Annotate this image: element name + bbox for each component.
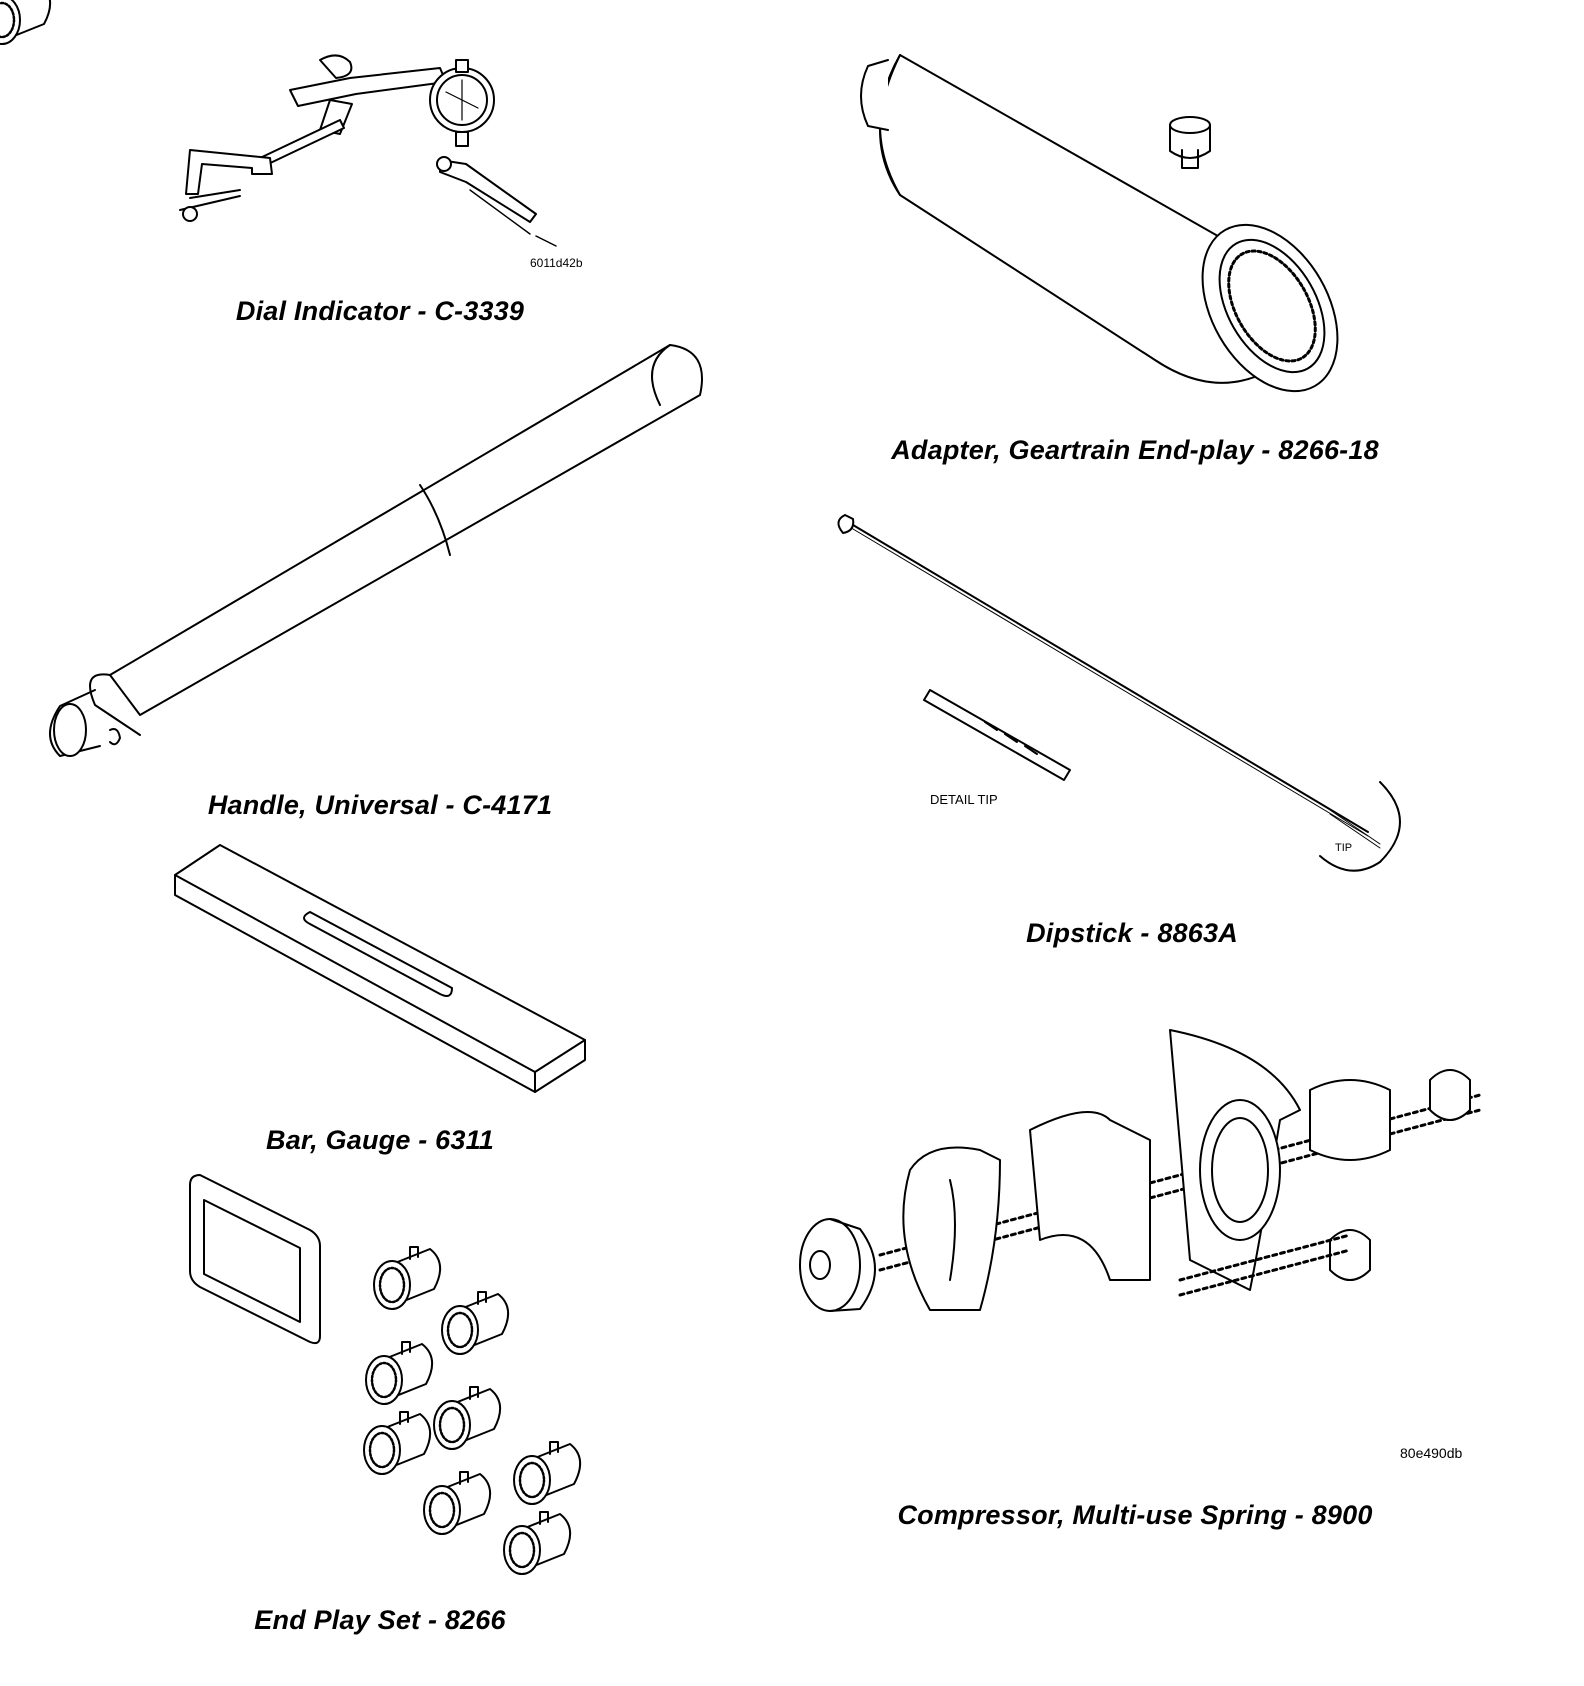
caption-dial-indicator: Dial Indicator - C-3339: [235, 296, 525, 326]
caption-bar-gauge: Bar, Gauge - 6311: [265, 1125, 495, 1155]
bar-gauge-illustration: [175, 845, 585, 1092]
caption-adapter-geartrain: Adapter, Geartrain End-play - 8266-18: [891, 435, 1379, 465]
dipstick-detail-label: DETAIL TIP: [930, 792, 998, 807]
caption-handle-universal: Handle, Universal - C-4171: [207, 790, 553, 820]
dipstick-illustration: [838, 515, 1400, 871]
caption-end-play-set: End Play Set - 8266: [254, 1605, 506, 1635]
ref-code-compressor: 80e490db: [1400, 1445, 1463, 1461]
compressor-spring-illustration: [800, 1030, 1480, 1311]
end-play-set-illustration: [0, 0, 582, 1576]
caption-compressor-spring: Compressor, Multi-use Spring - 8900: [897, 1500, 1373, 1530]
dial-indicator-illustration: [180, 55, 556, 246]
caption-dipstick: Dipstick - 8863A: [1026, 918, 1238, 948]
ref-code-dial-indicator: 6011d42b: [530, 256, 583, 270]
dipstick-tip-label: TIP: [1335, 842, 1353, 854]
handle-universal-illustration: [50, 345, 702, 756]
bushing-illustration: [0, 0, 50, 44]
adapter-geartrain-illustration: [861, 55, 1365, 415]
